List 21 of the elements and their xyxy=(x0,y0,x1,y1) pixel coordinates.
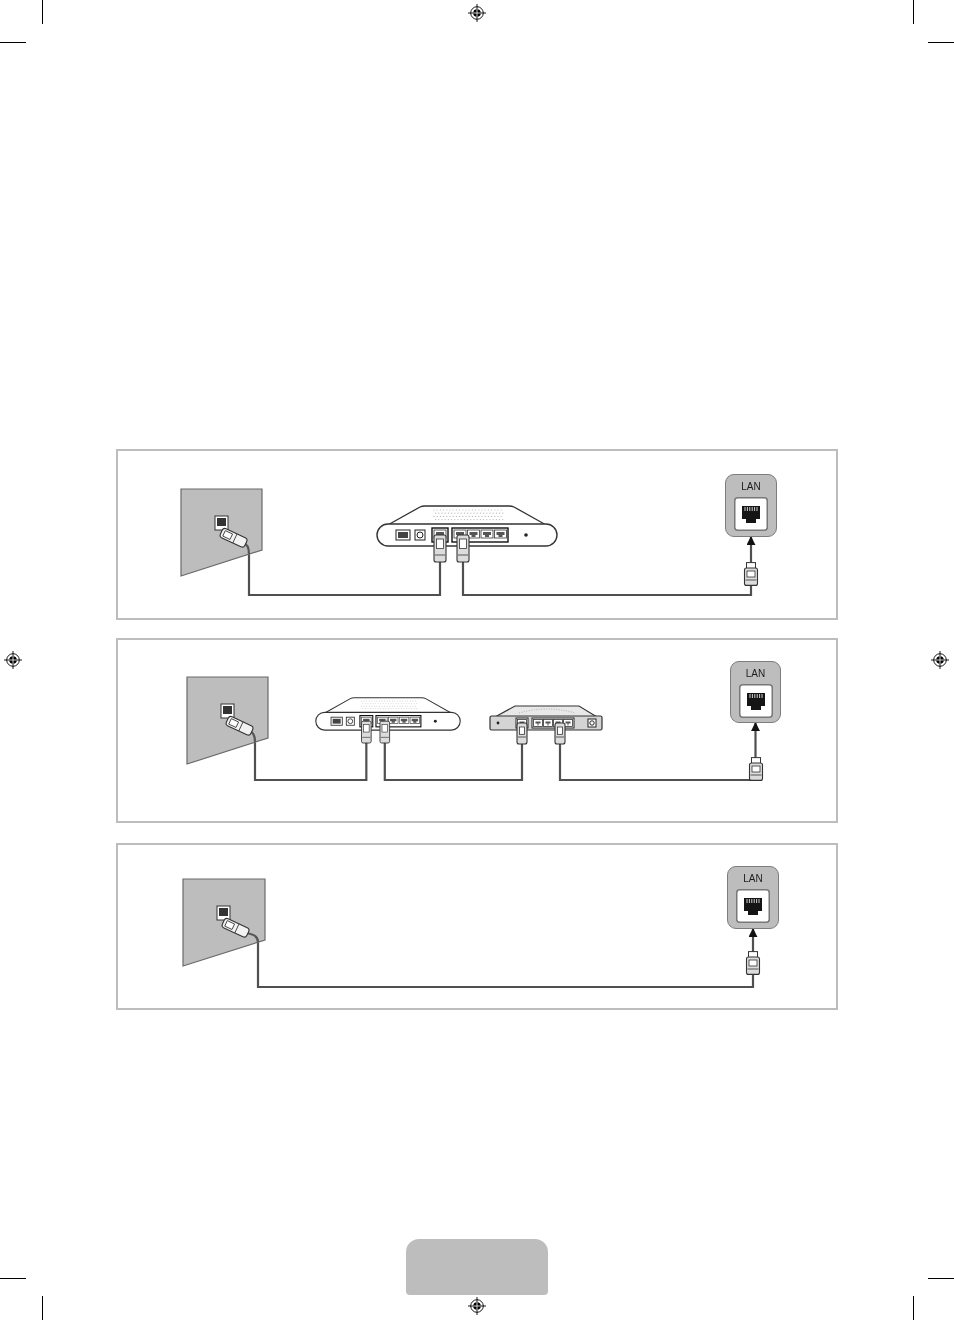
panel-frame xyxy=(116,449,838,620)
network-cable xyxy=(253,742,368,782)
cable-arrow xyxy=(256,928,758,989)
router-drawing xyxy=(489,704,603,744)
lan-port-panel xyxy=(725,474,777,537)
modem-drawing xyxy=(376,505,558,562)
port-label: LAN xyxy=(741,481,761,492)
cable-arrow xyxy=(558,722,760,782)
lan-port-panel xyxy=(727,866,779,929)
panel-frame xyxy=(116,638,838,823)
network-cable xyxy=(247,554,442,597)
panel-frame xyxy=(116,843,838,1010)
lan-port-panel xyxy=(730,661,781,723)
wall-outlet-drawing xyxy=(182,878,266,967)
port-label: LAN xyxy=(743,873,763,884)
network-cable xyxy=(383,743,524,782)
wall-outlet-drawing xyxy=(186,676,269,765)
cable-arrow xyxy=(461,536,756,597)
port-label: LAN xyxy=(745,668,766,679)
modem-drawing xyxy=(315,697,461,743)
wall-outlet-drawing xyxy=(180,488,263,577)
